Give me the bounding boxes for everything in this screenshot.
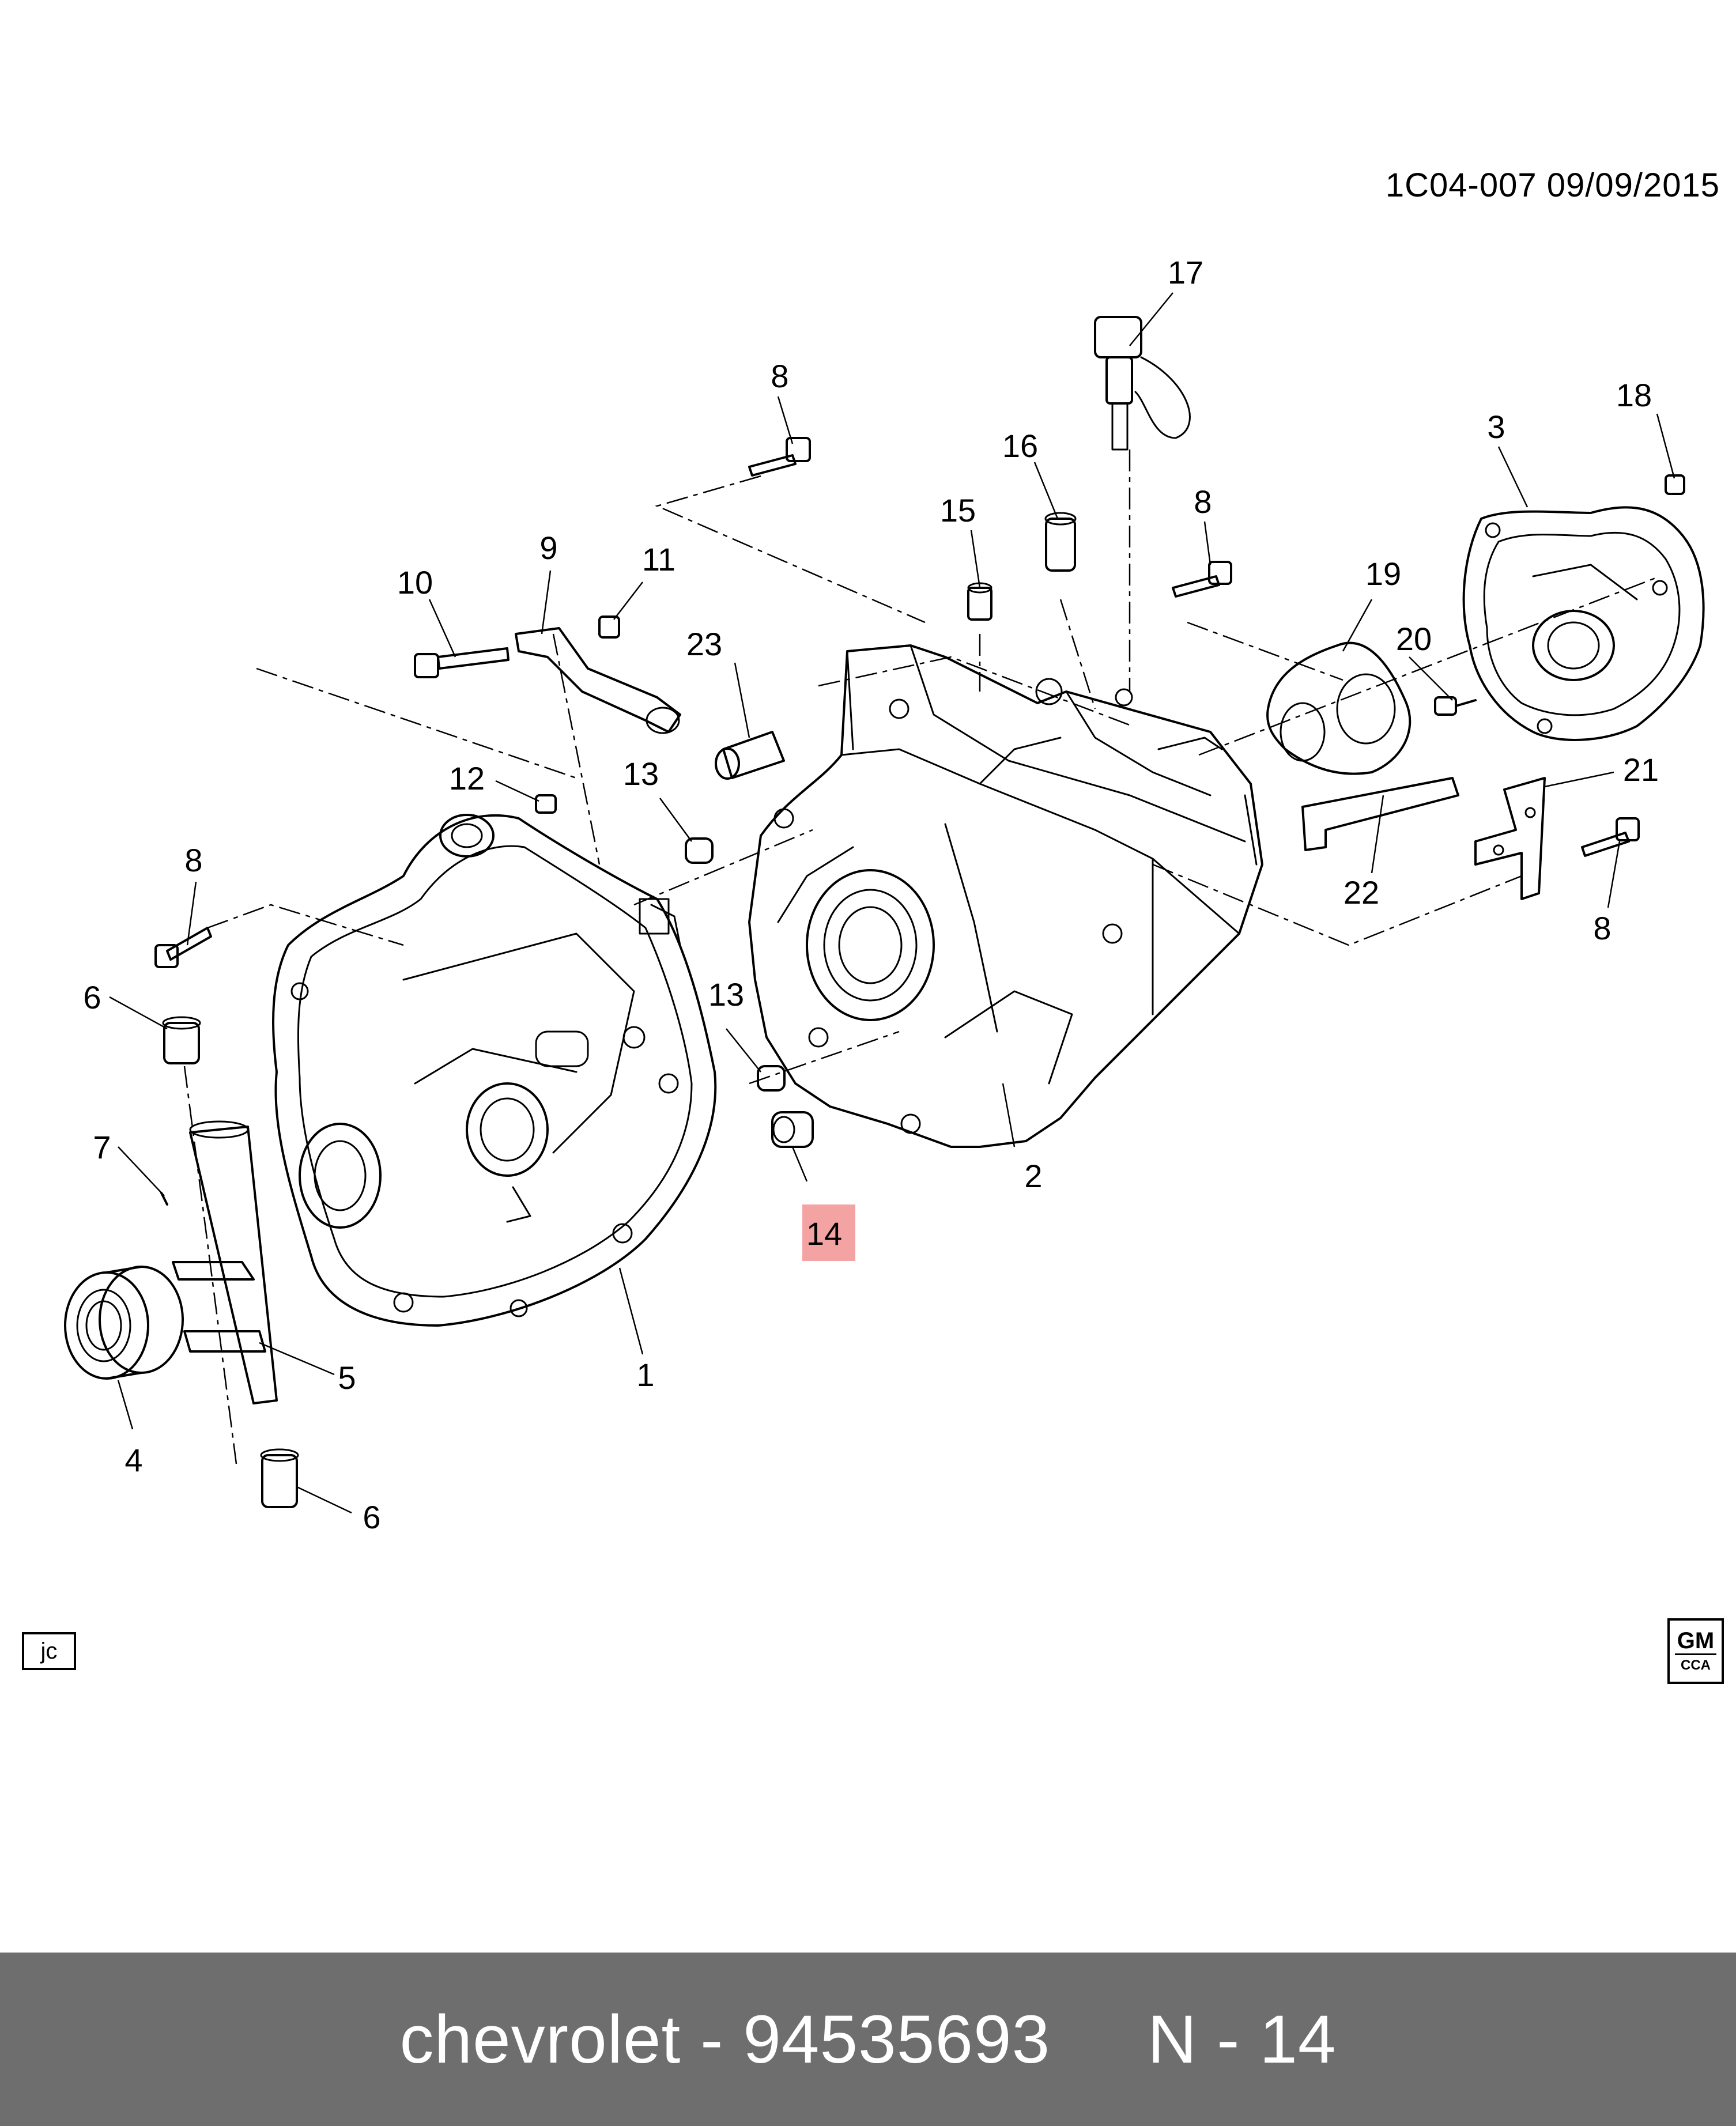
sleeve-part-23	[715, 731, 785, 780]
callout-8-left: 8	[184, 842, 202, 878]
callout-19: 19	[1365, 556, 1401, 592]
alignment-lines	[183, 450, 1660, 1464]
callout-10: 10	[397, 564, 433, 601]
callout-3: 3	[1487, 409, 1505, 445]
callout-13-upper: 13	[623, 756, 659, 792]
callout-5: 5	[338, 1360, 356, 1396]
gm-logo-subtext: CCA	[1681, 1657, 1711, 1673]
bolt-part-8-right	[1581, 817, 1640, 857]
callout-22: 22	[1343, 874, 1379, 911]
nut-part-12	[535, 794, 557, 814]
bolt-part-8-mid	[1172, 561, 1232, 598]
plug-part-15	[967, 582, 992, 621]
gm-logo: GM CCA	[1667, 1618, 1724, 1684]
callout-1: 1	[636, 1357, 654, 1393]
bolt-part-18	[1665, 474, 1685, 495]
clip-part-11	[598, 615, 620, 639]
bolt-part-10	[414, 647, 510, 678]
bushing-part-14	[771, 1111, 814, 1148]
callout-16: 16	[1002, 428, 1038, 464]
dowel-part-13-lower	[757, 1065, 786, 1092]
callout-8-mid: 8	[1194, 484, 1212, 520]
shift-lever-part-9	[515, 627, 681, 734]
callout-23: 23	[686, 626, 722, 662]
gm-logo-text: GM	[1674, 1629, 1717, 1655]
callout-18: 18	[1616, 377, 1652, 413]
callout-8-right: 8	[1593, 910, 1611, 946]
callout-12: 12	[449, 760, 485, 796]
footer-caption: chevrolet - 94535693 N - 14	[399, 2001, 1337, 2078]
callout-15: 15	[940, 492, 976, 528]
screw-part-20	[1434, 696, 1477, 716]
bolt-part-8-left	[154, 927, 212, 968]
drawing-reference: 1C04-007 09/09/2015	[1385, 167, 1720, 204]
callout-labels: 1 2 3 4 5 6 6 7 8 8 8 8 9 10 11 12 13 13…	[83, 254, 1659, 1535]
extension-housing-part-3	[1462, 506, 1705, 741]
bell-housing-part-1	[272, 814, 717, 1327]
callout-14: 14	[806, 1215, 842, 1252]
callout-21: 21	[1623, 752, 1659, 788]
leader-lines	[109, 292, 1675, 1514]
callout-17: 17	[1168, 254, 1203, 290]
callout-14-highlight	[802, 1204, 855, 1261]
jc-tag: jc	[22, 1632, 76, 1670]
callout-13-lower: 13	[708, 976, 744, 1013]
callout-6-lower: 6	[363, 1499, 380, 1535]
callout-6-upper: 6	[83, 979, 101, 1015]
pin-part-7	[160, 1192, 168, 1206]
release-bearing-part-4	[64, 1266, 184, 1380]
bar-part-22	[1301, 777, 1459, 851]
bushing-part-6-lower	[260, 1448, 299, 1508]
clutch-fork-part-5	[172, 1120, 278, 1404]
sensor-part-16	[1044, 512, 1077, 572]
callout-7: 7	[93, 1129, 111, 1165]
bushing-part-6-upper	[162, 1016, 201, 1064]
bolt-part-8-top	[748, 437, 811, 477]
footer-caption-bar: chevrolet - 94535693 N - 14	[0, 1953, 1736, 2126]
switch-part-17	[1094, 316, 1191, 451]
callout-20: 20	[1396, 621, 1432, 657]
callout-4: 4	[124, 1442, 142, 1478]
dowel-part-13-upper	[685, 837, 714, 864]
callout-8-top: 8	[771, 358, 788, 394]
gasket-part-19	[1266, 641, 1412, 775]
main-case-part-2	[748, 644, 1263, 1148]
exploded-parts-diagram: 1 2 3 4 5 6 6 7 8 8 8 8 9 10 11 12 13 13…	[64, 254, 1705, 1535]
bracket-part-21	[1474, 777, 1546, 900]
callout-2: 2	[1024, 1158, 1042, 1194]
callout-9: 9	[539, 530, 557, 566]
callout-11: 11	[642, 541, 675, 577]
